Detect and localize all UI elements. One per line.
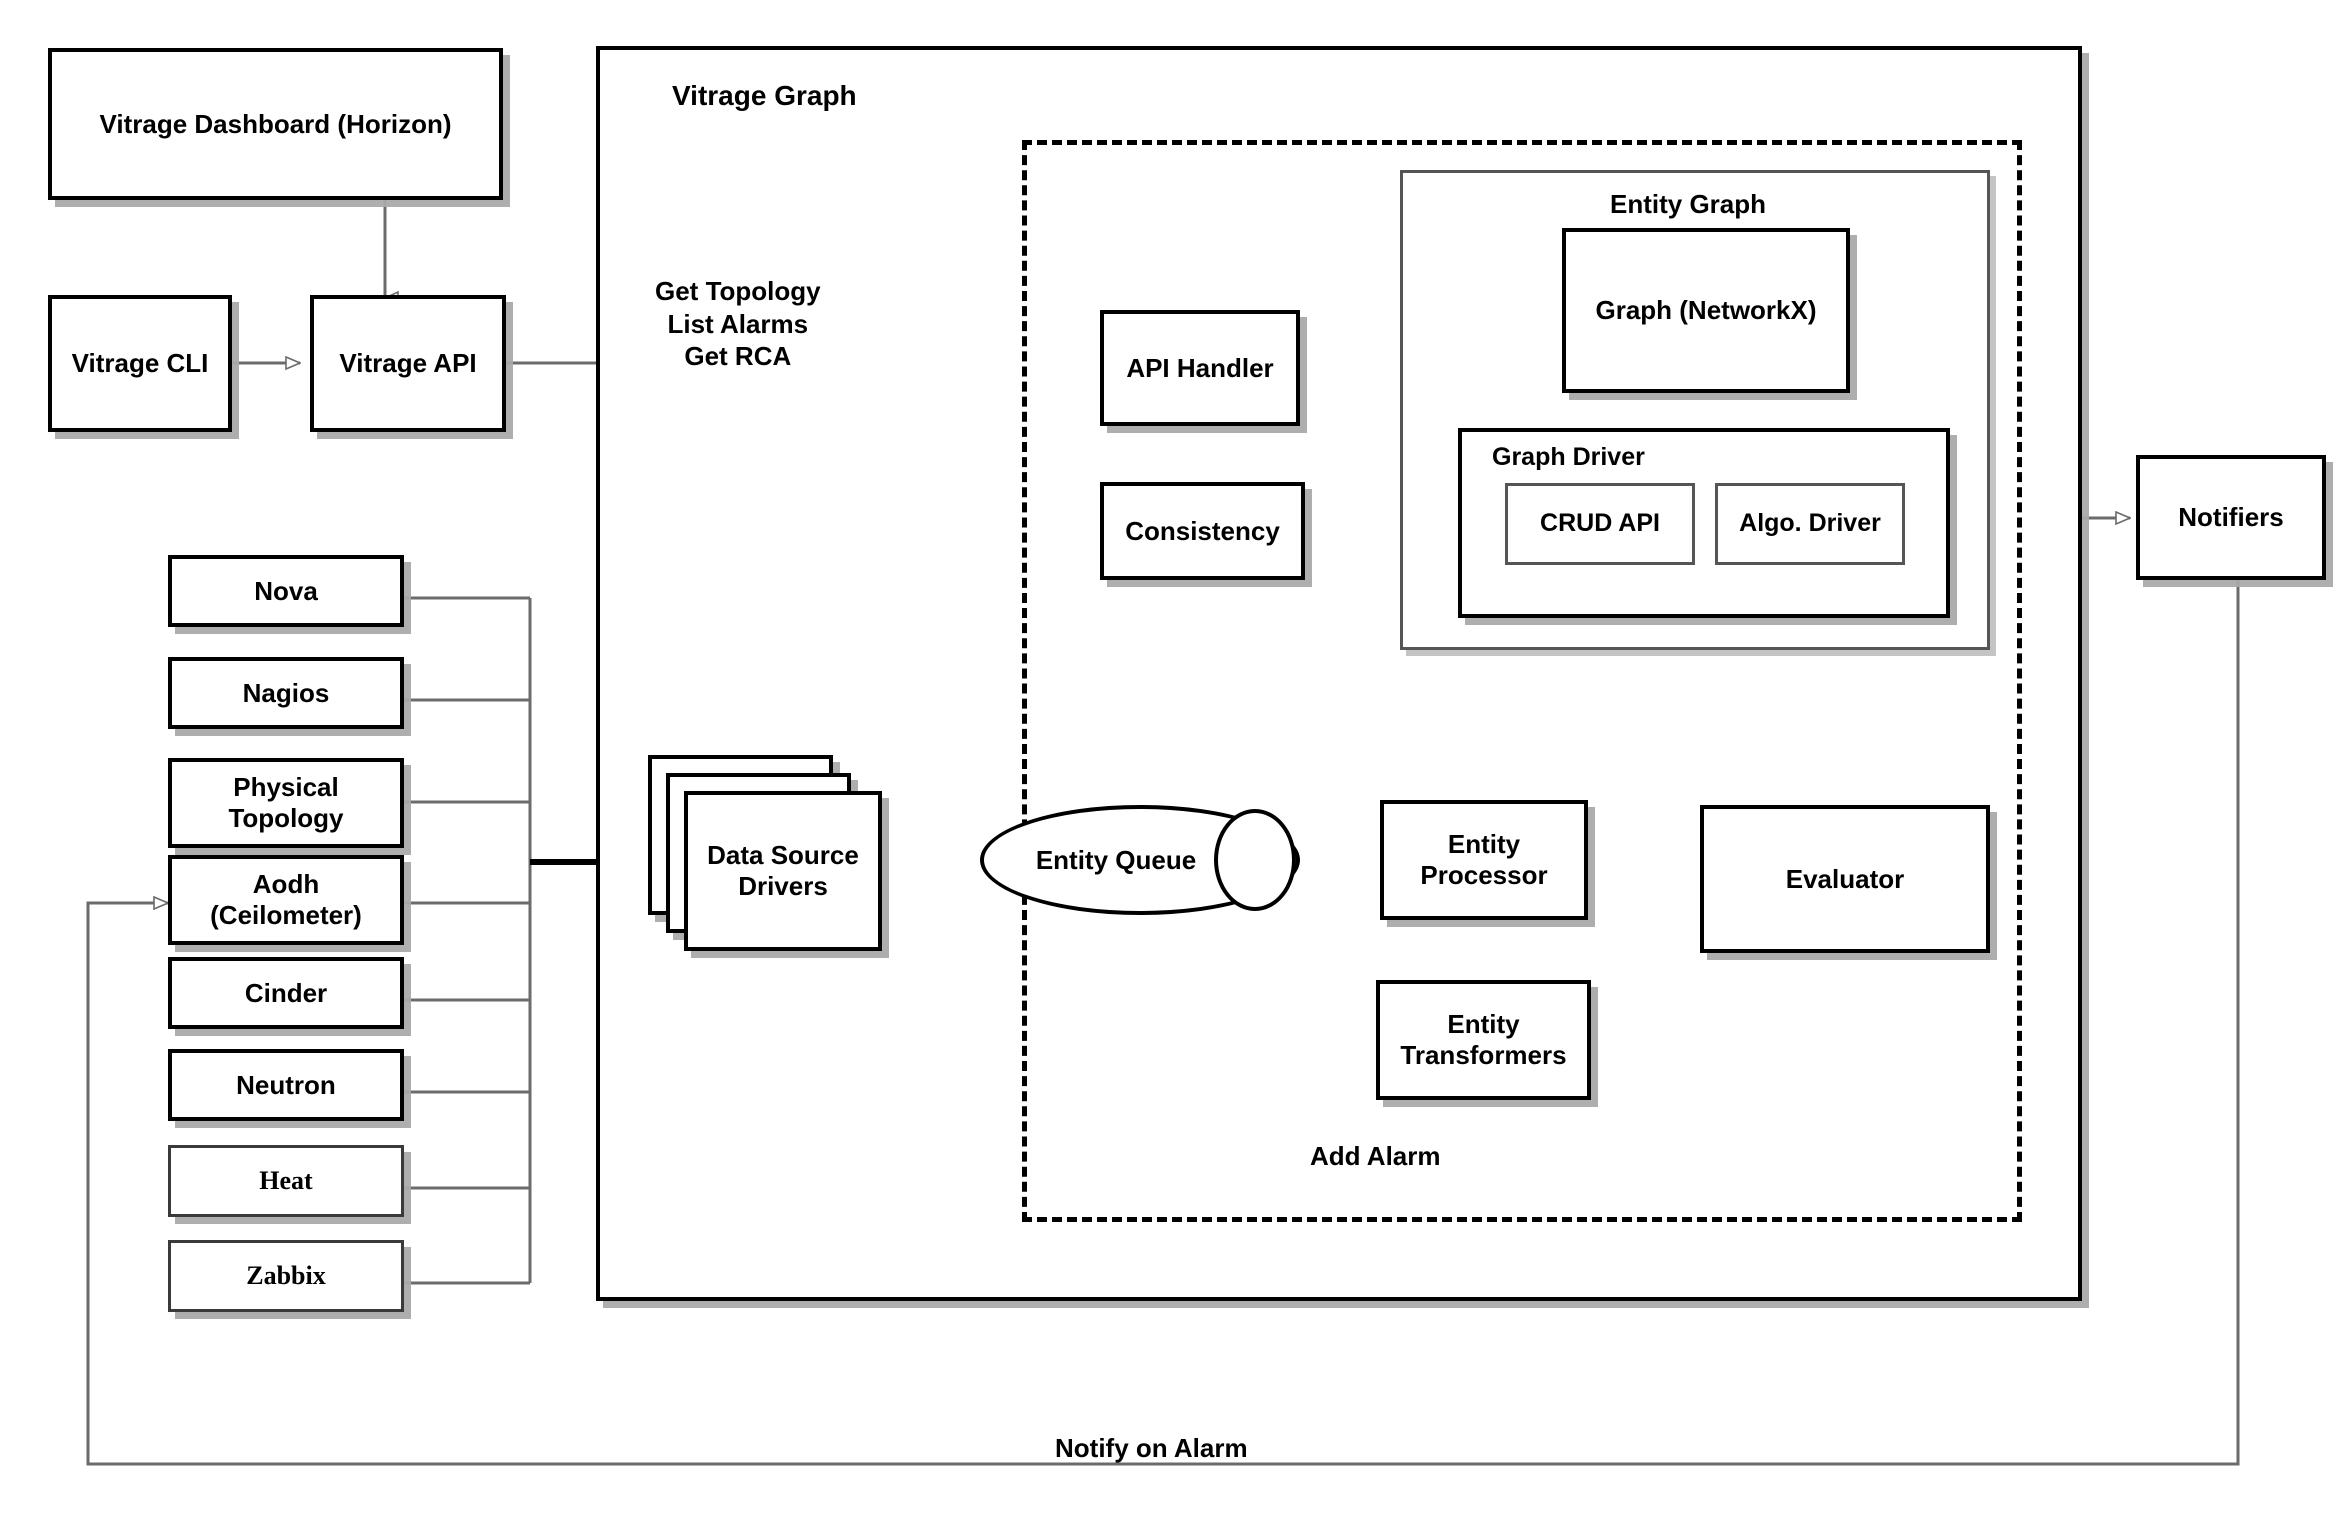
crud-api-label: CRUD API [1540,509,1660,538]
notifiers-box[interactable]: Notifiers [2136,455,2326,580]
vitrage-api-label: Vitrage API [339,348,477,379]
evaluator-box[interactable]: Evaluator [1700,805,1990,953]
algo-driver-label: Algo. Driver [1739,509,1881,538]
crud-api-box[interactable]: CRUD API [1505,483,1695,565]
entity-queue-label: Entity Queue [1035,844,1197,875]
graph-networkx-label: Graph (NetworkX) [1595,295,1817,326]
notifiers-label: Notifiers [2178,502,2284,533]
api-handler-label: API Handler [1126,352,1274,383]
entity-queue-end-cap [1214,809,1296,911]
data-source-box-nagios[interactable]: Nagios [168,657,404,729]
vitrage-dashboard-box[interactable]: Vitrage Dashboard (Horizon) [48,48,503,200]
vitrage-cli-label: Vitrage CLI [71,348,209,379]
api-request-label: Get Topology List Alarms Get RCA [655,276,821,371]
entity-transformers-box[interactable]: Entity Transformers [1376,980,1591,1100]
entity-queue-cylinder[interactable]: Entity Queue [980,805,1300,915]
entity-transformers-label: Entity Transformers [1400,1009,1567,1070]
notify-on-alarm-label: Notify on Alarm [1055,1433,1248,1463]
entity-graph-title: Entity Graph [1610,189,1767,219]
data-source-box-neutron[interactable]: Neutron [168,1049,404,1121]
data-source-label: Cinder [244,977,328,1008]
consistency-box[interactable]: Consistency [1100,482,1305,580]
evaluator-label: Evaluator [1785,863,1905,894]
data-source-box-aodh[interactable]: Aodh (Ceilometer) [168,855,404,945]
data-source-label: Neutron [236,1069,336,1100]
data-source-drivers-stack[interactable]: Data Source Drivers [648,755,898,965]
api-handler-box[interactable]: API Handler [1100,310,1300,426]
data-source-label: Nova [254,575,318,606]
data-source-label: Nagios [242,677,330,708]
vitrage-dashboard-label: Vitrage Dashboard (Horizon) [99,108,452,139]
entity-processor-label: Entity Processor [1420,829,1548,890]
graph-processing-dashed-region [1022,140,2022,1222]
data-source-box-heat[interactable]: Heat [168,1145,404,1217]
vitrage-cli-box[interactable]: Vitrage CLI [48,295,232,432]
data-source-drivers-label: Data Source Drivers [707,840,859,901]
add-alarm-label: Add Alarm [1310,1141,1441,1171]
data-source-drivers-box[interactable]: Data Source Drivers [684,791,882,951]
vitrage-graph-title: Vitrage Graph [672,80,857,111]
graph-driver-title: Graph Driver [1492,443,1645,471]
data-source-label: Heat [259,1165,313,1195]
vitrage-api-box[interactable]: Vitrage API [310,295,506,432]
data-source-label: Zabbix [246,1260,326,1290]
algo-driver-box[interactable]: Algo. Driver [1715,483,1905,565]
consistency-label: Consistency [1125,515,1280,546]
graph-networkx-box[interactable]: Graph (NetworkX) [1562,228,1850,393]
data-source-box-cinder[interactable]: Cinder [168,957,404,1029]
entity-processor-box[interactable]: Entity Processor [1380,800,1588,920]
data-source-box-physical[interactable]: Physical Topology [168,758,404,848]
data-source-box-zabbix[interactable]: Zabbix [168,1240,404,1312]
data-source-box-nova[interactable]: Nova [168,555,404,627]
data-source-label: Physical Topology [228,772,344,833]
data-source-label: Aodh (Ceilometer) [210,869,362,930]
